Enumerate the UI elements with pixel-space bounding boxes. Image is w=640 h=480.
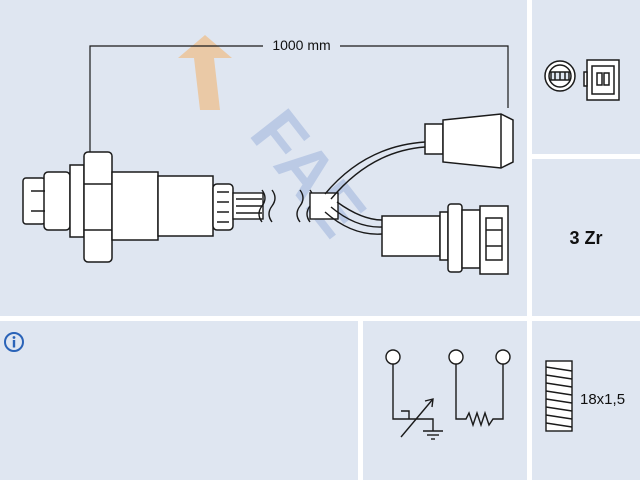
cable-branch-upper <box>324 141 426 195</box>
dimension-line <box>89 45 509 152</box>
thread-icon <box>545 360 573 432</box>
thread-size-label: 18x1,5 <box>580 391 626 408</box>
wiring-symbol-panel <box>363 321 527 480</box>
heater-ground-symbol <box>385 349 443 440</box>
cable-break-1 <box>258 189 266 223</box>
cable-break-3 <box>296 189 304 223</box>
sensor-hex-nut <box>83 151 113 263</box>
upper-connector <box>424 113 514 169</box>
sensor-drawing-panel: FAE <box>0 0 527 316</box>
connector-face-panel <box>532 0 640 154</box>
sensor-housing <box>157 175 214 237</box>
cable-branch-lower <box>324 211 383 235</box>
wiring-symbols <box>385 349 511 440</box>
cable-branches <box>324 141 426 235</box>
sensor-neck <box>111 171 159 241</box>
length-dimension-label: 1000 mm <box>263 35 340 55</box>
watermark-text: FAE <box>236 95 381 250</box>
lower-connector <box>381 203 509 275</box>
info-panel <box>0 321 358 480</box>
square-connector-icon <box>583 59 620 101</box>
pin-type-label: 3 Zr <box>569 228 603 248</box>
connector-face-icons <box>544 59 620 101</box>
info-icon <box>4 332 24 352</box>
sensor-collar <box>69 164 85 238</box>
sensor-drawing: FAE <box>22 35 514 275</box>
sensor-grommet <box>212 183 234 231</box>
thread-panel: 18x1,5 <box>532 321 640 480</box>
pin-type-panel: 3 Zr <box>532 159 640 316</box>
sensor-shield <box>43 171 71 231</box>
sensor-tip <box>22 177 46 225</box>
sensor-body <box>22 151 234 263</box>
watermark-orange-chevron <box>178 35 232 110</box>
cable-break-2 <box>268 189 276 223</box>
cable-stub <box>232 189 339 223</box>
heater-resistor-symbol <box>448 349 511 428</box>
round-connector-icon <box>544 60 576 92</box>
